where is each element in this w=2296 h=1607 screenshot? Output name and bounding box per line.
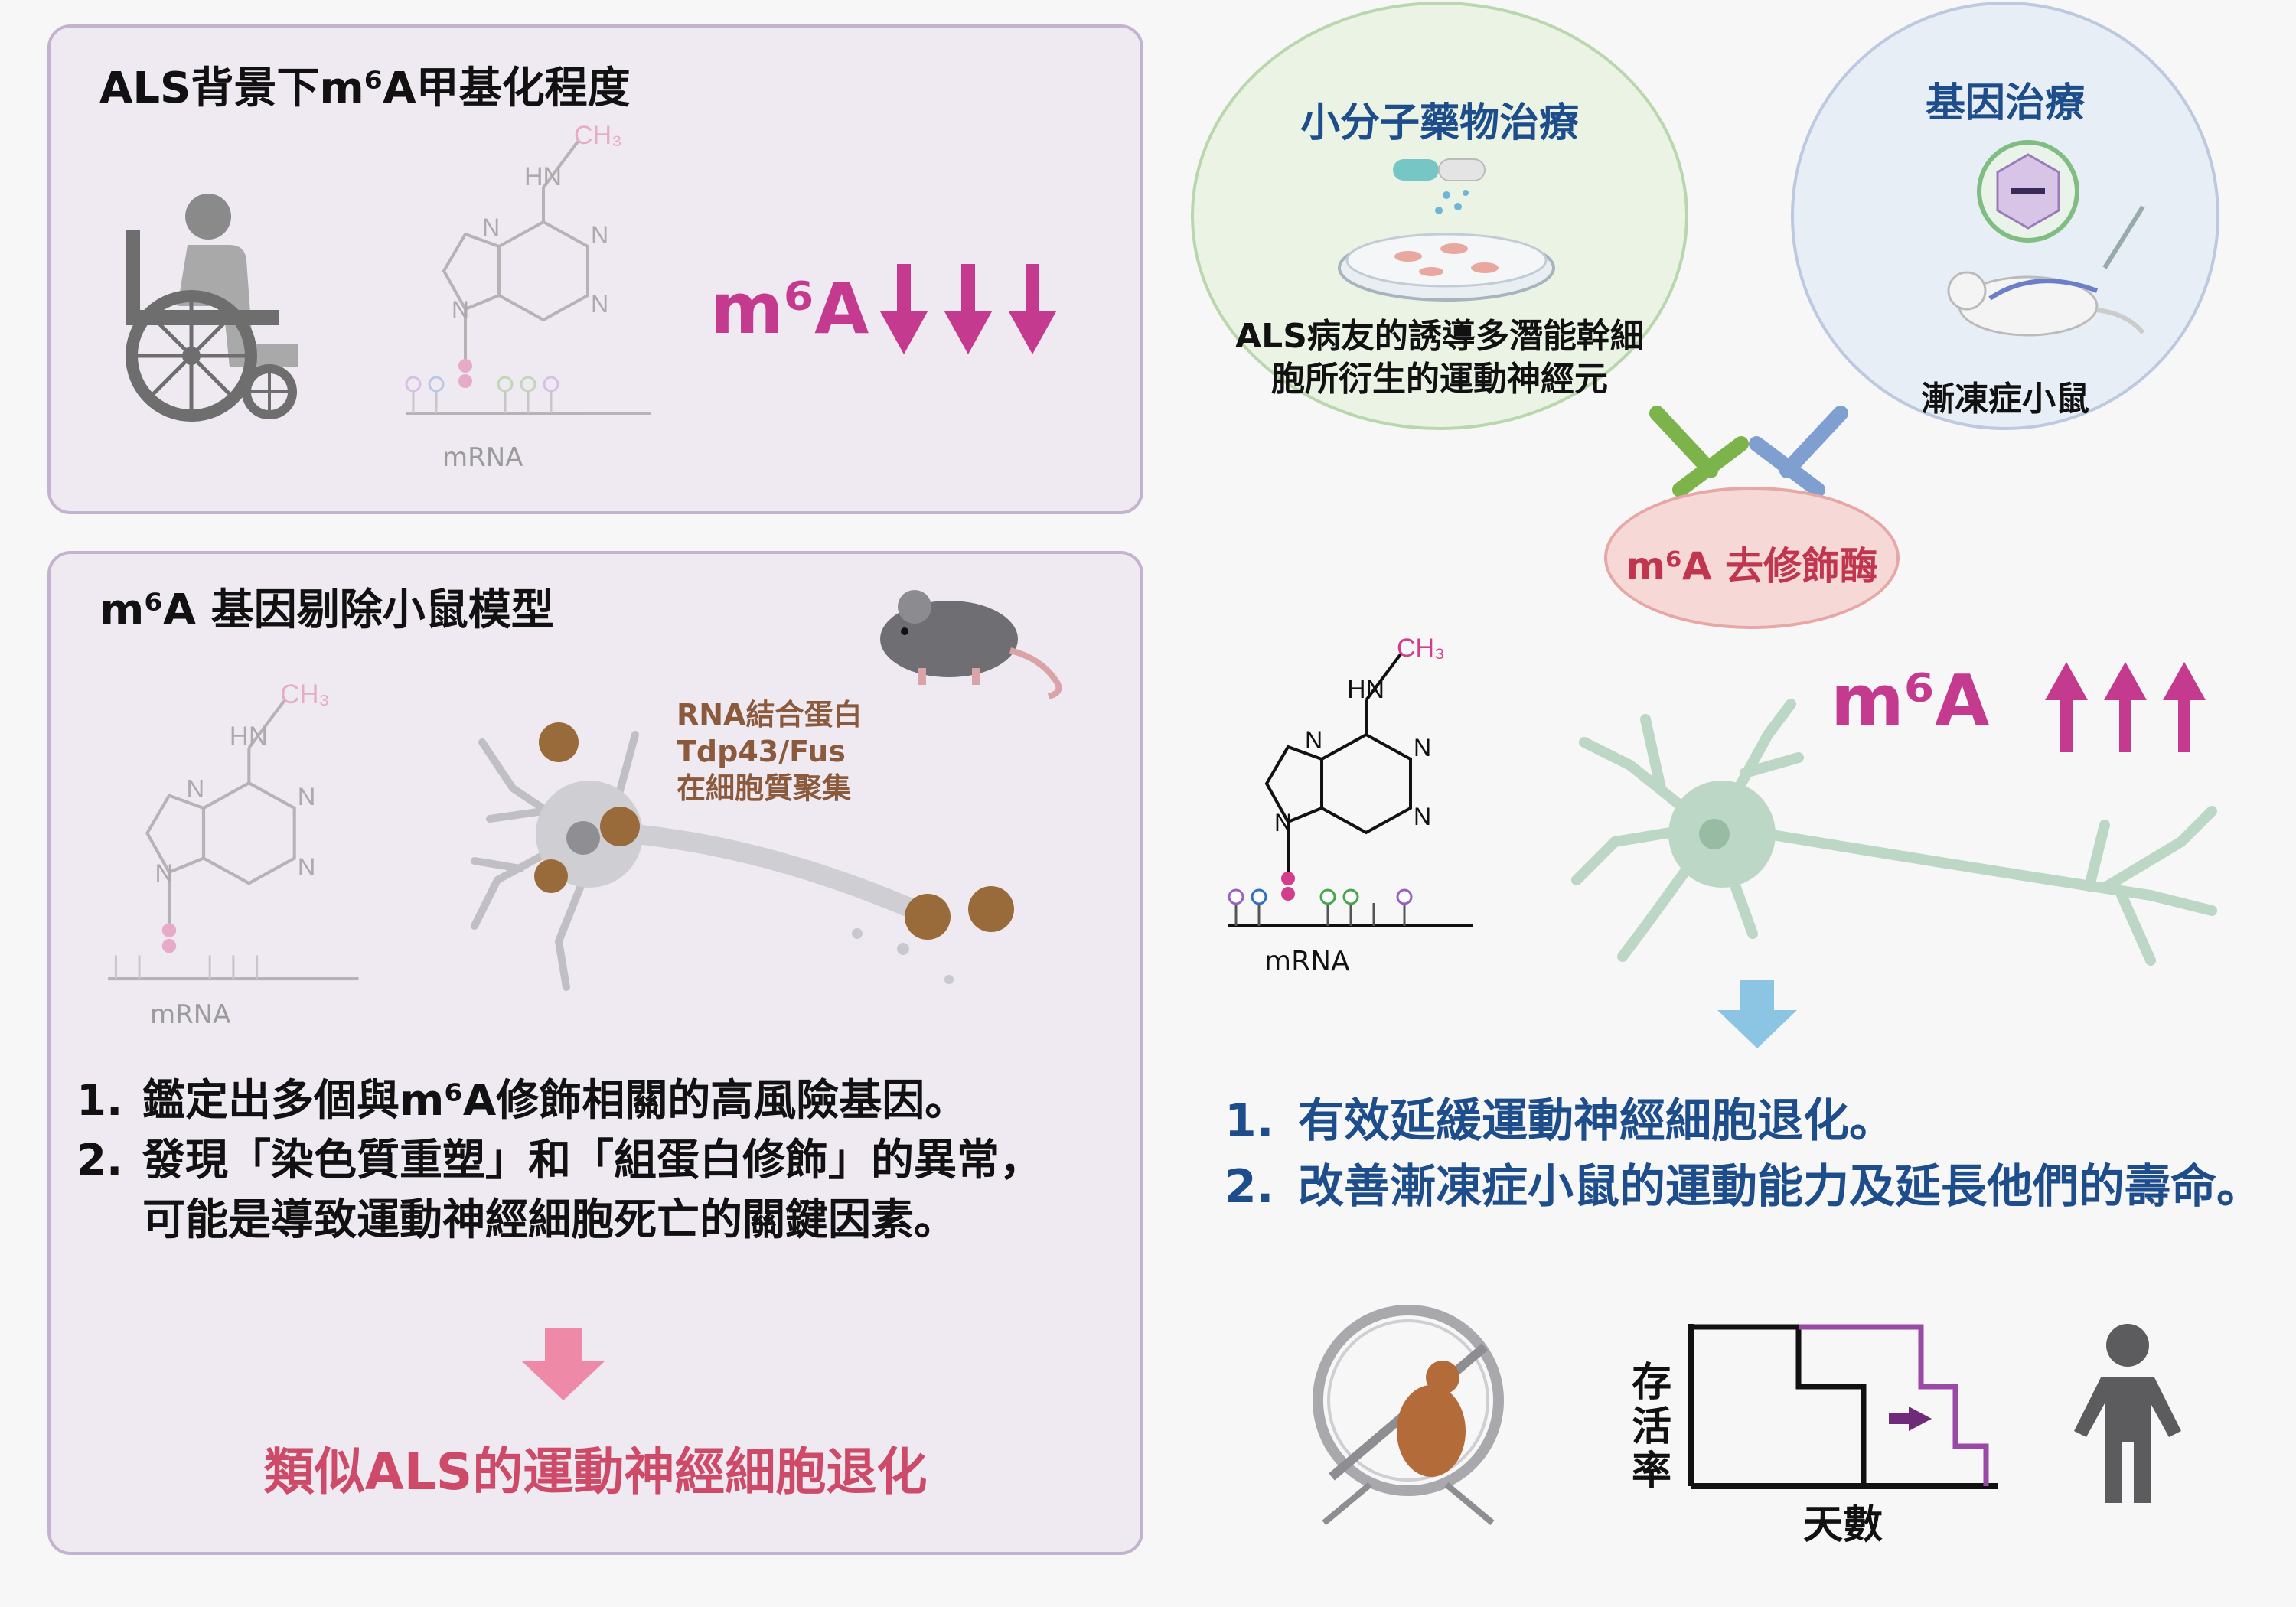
small-molecule-caption: ALS病友的誘導多潛能幹細胞所衍生的運動神經元: [1235, 317, 1644, 399]
finding-text: 鑑定出多個與m⁶A修飾相關的高風險基因。: [142, 1076, 968, 1126]
person-icon: [2074, 1324, 2181, 1503]
knockout-mouse-panel: [47, 551, 1143, 1555]
outcome-item: 1. 有效延緩運動神經細胞退化。: [1225, 1088, 2288, 1154]
svg-text:N: N: [591, 221, 608, 249]
aav-mouse-icon: [1947, 140, 2145, 337]
outcome-item: 2. 改善漸凍症小鼠的運動能力及延長他們的壽命。: [1225, 1154, 2288, 1220]
knockout-title: m⁶A 基因剔除小鼠模型: [99, 585, 554, 635]
rbp-label: RNA結合蛋白 Tdp43/Fus 在細胞質聚集: [677, 696, 862, 807]
healthy-neuron-icon: [1571, 699, 2217, 966]
wheelchair-patient-icon: [126, 194, 298, 422]
svg-text:N: N: [1305, 726, 1322, 754]
svg-text:N: N: [155, 859, 174, 887]
outcome-number: 2.: [1225, 1160, 1274, 1214]
mrna-label-knockout: mRNA: [150, 999, 231, 1030]
als-m6a-title: ALS背景下m⁶A甲基化程度: [99, 64, 631, 113]
rbp-line-3: 在細胞質聚集: [677, 771, 852, 805]
svg-text:N: N: [298, 782, 316, 810]
m6a-molecule-faded: HN CH₃ N N N N: [405, 121, 651, 415]
demethylase-enzyme: [1604, 487, 1900, 629]
down-arrow-blue-icon: [1717, 980, 1797, 1048]
outcome-text: 改善漸凍症小鼠的運動能力及延長他們的壽命。: [1298, 1160, 2262, 1214]
svg-text:N: N: [298, 852, 316, 881]
m6a-label-top: m⁶A: [710, 268, 869, 350]
down-arrows-icon: [880, 264, 1056, 354]
running-wheel-mouse-icon: [1313, 1305, 1504, 1526]
svg-text:HN: HN: [1347, 675, 1384, 704]
svg-text:HN: HN: [524, 162, 562, 191]
mrna-label-right: mRNA: [1264, 946, 1350, 977]
svg-text:CH₃: CH₃: [280, 680, 329, 709]
svg-text:CH₃: CH₃: [1397, 634, 1445, 663]
svg-text:N: N: [452, 296, 469, 324]
svg-text:N: N: [591, 290, 608, 318]
mrna-label-top: mRNA: [442, 442, 523, 473]
m6a-molecule-faded-knockout: HN CH₃ N N N N: [108, 680, 359, 981]
outcomes-list: 1. 有效延緩運動神經細胞退化。 2. 改善漸凍症小鼠的運動能力及延長他們的壽命…: [1225, 1088, 2288, 1220]
up-arrows-icon: [2045, 662, 2206, 752]
svg-text:N: N: [1274, 809, 1292, 836]
svg-text:N: N: [482, 214, 500, 241]
neuron-aggregates-icon: [471, 722, 1014, 991]
m6a-label-right: m⁶A: [1831, 660, 1990, 742]
outcome-number: 1.: [1225, 1094, 1274, 1148]
mouse-icon: [880, 590, 1062, 699]
inhibition-symbols-icon: [1649, 406, 1848, 497]
finding-text: 發現「染色質重塑」和「組蛋白修飾」的異常，可能是導致運動神經細胞死亡的關鍵因素。: [142, 1136, 1042, 1245]
survival-curve-chart: [1688, 1324, 1998, 1489]
demethylase-label: m⁶A 去修飾酶: [1625, 544, 1879, 588]
survival-xlabel: 天數: [1803, 1502, 1883, 1548]
finding-item: 2. 發現「染色質重塑」和「組蛋白修飾」的異常，可能是導致運動神經細胞死亡的關鍵…: [77, 1131, 1071, 1250]
rbp-line-1: RNA結合蛋白: [677, 698, 863, 732]
down-arrow-pink-icon: [522, 1328, 605, 1400]
svg-text:HN: HN: [230, 722, 268, 751]
conclusion-text: 類似ALS的運動神經細胞退化: [263, 1442, 928, 1501]
finding-item: 1. 鑑定出多個與m⁶A修飾相關的高風險基因。: [77, 1071, 1071, 1131]
gene-therapy-title: 基因治療: [1925, 80, 2085, 126]
finding-number: 2.: [77, 1136, 123, 1185]
findings-list: 1. 鑑定出多個與m⁶A修飾相關的高風險基因。 2. 發現「染色質重塑」和「組蛋…: [77, 1071, 1071, 1250]
survival-ylabel: 存活率: [1632, 1360, 1672, 1495]
m6a-molecule-icon: HN CH₃ N N N N: [1228, 634, 1473, 927]
small-molecule-circle: [1191, 2, 1688, 430]
finding-number: 1.: [77, 1076, 123, 1126]
svg-text:N: N: [1414, 803, 1431, 830]
svg-text:N: N: [186, 774, 204, 803]
small-molecule-title: 小分子藥物治療: [1300, 100, 1579, 146]
svg-text:CH₃: CH₃: [574, 121, 622, 150]
rbp-line-2: Tdp43/Fus: [677, 735, 846, 768]
gene-therapy-caption: 漸凍症小鼠: [1921, 380, 2089, 419]
outcome-text: 有效延緩運動神經細胞退化。: [1298, 1094, 1895, 1148]
petri-dish-icon: [1338, 158, 1555, 302]
svg-text:N: N: [1414, 734, 1431, 761]
